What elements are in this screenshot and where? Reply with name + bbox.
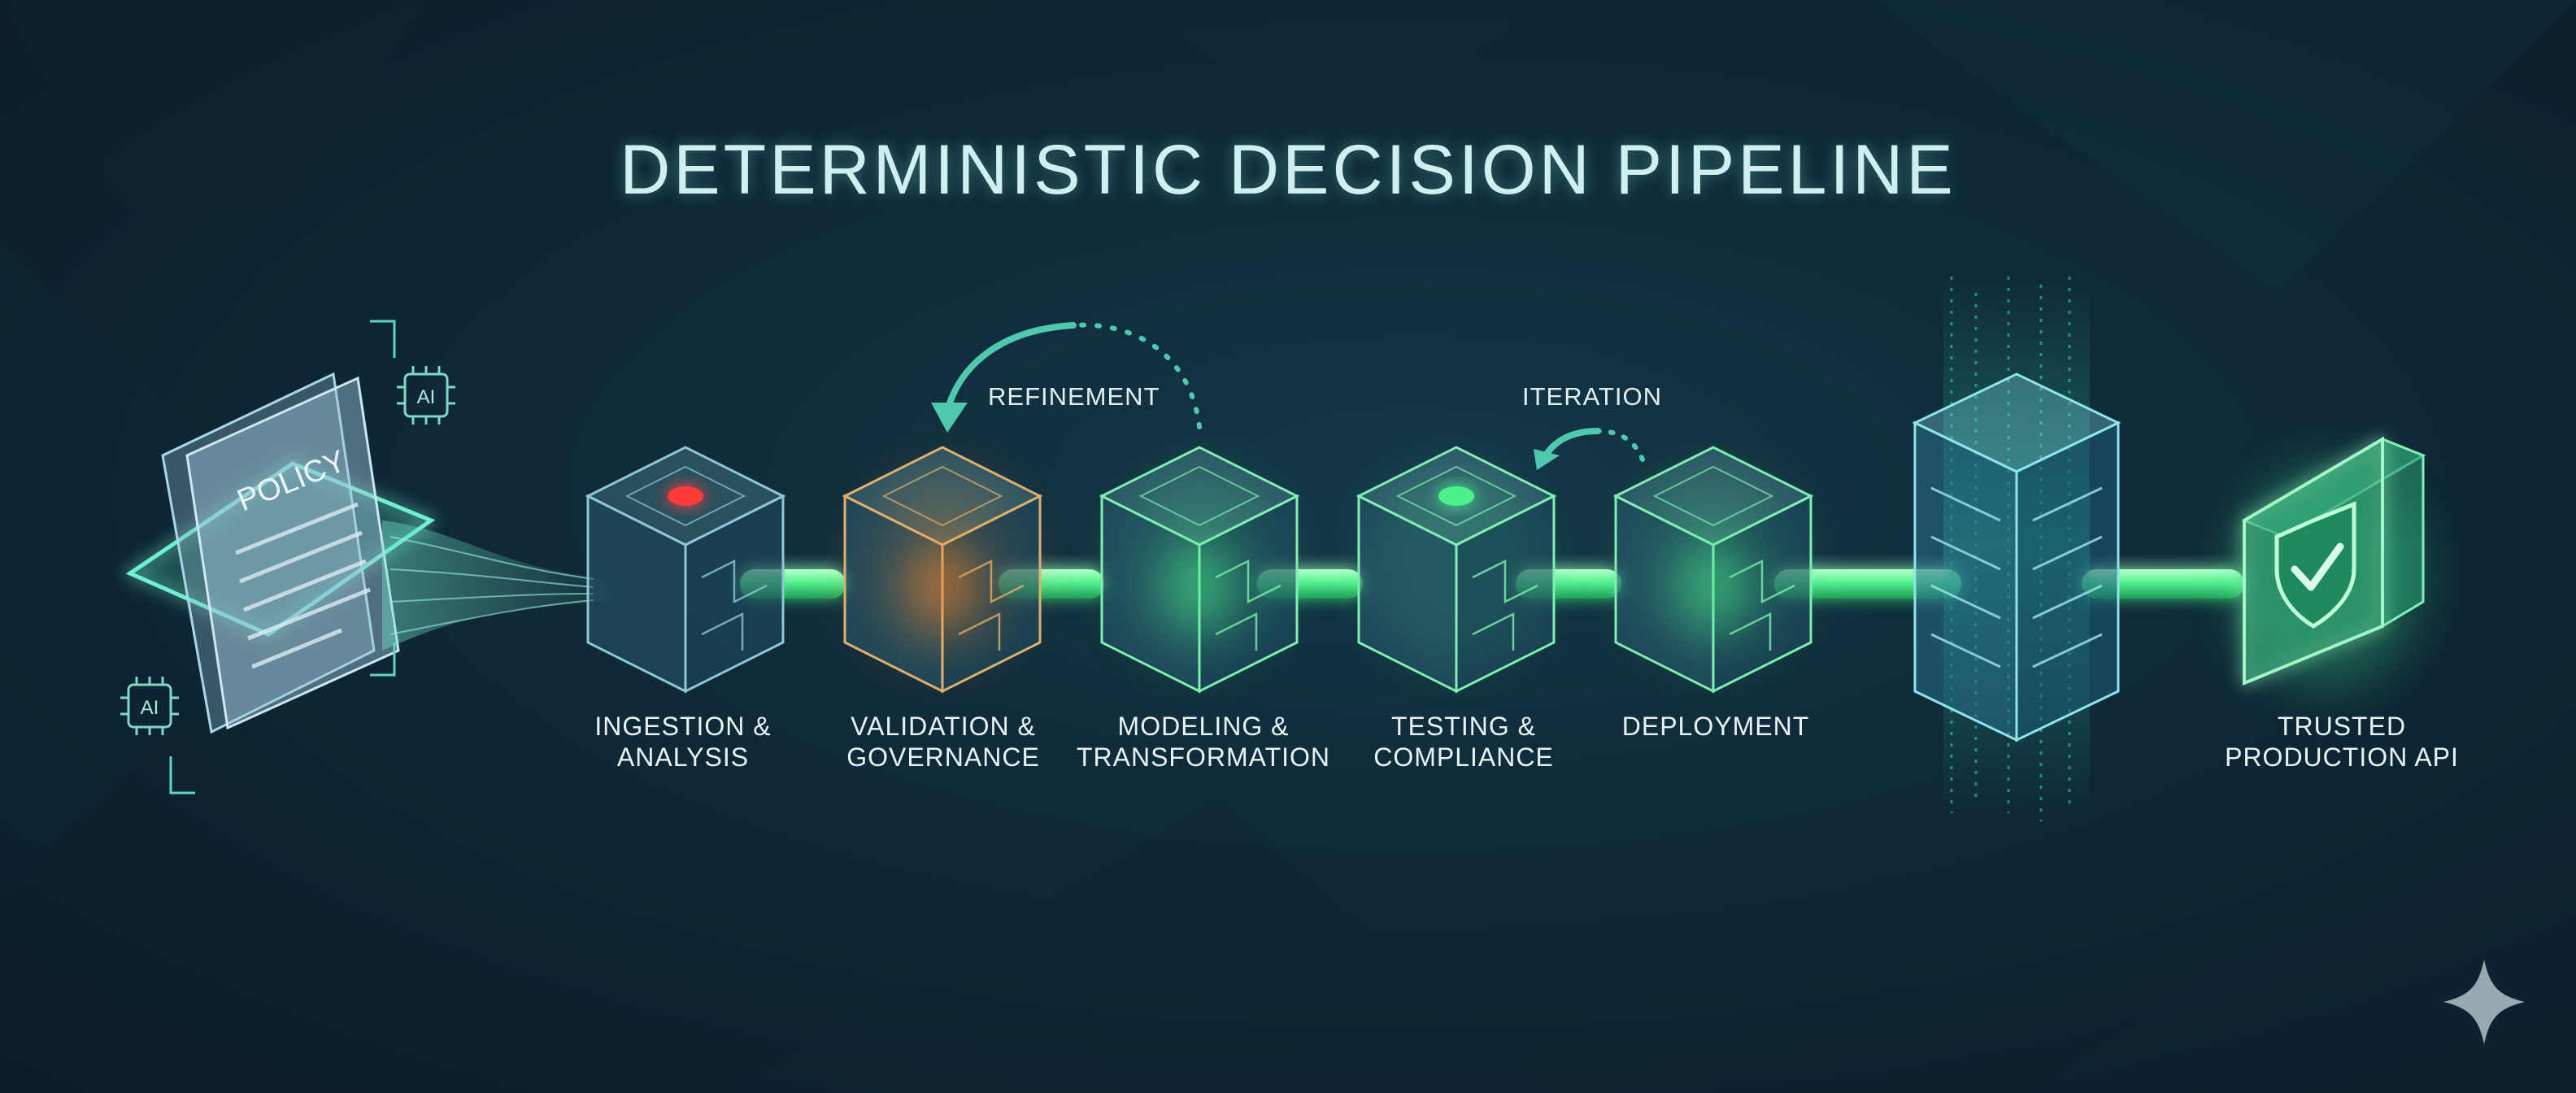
feedback-loop-refinement [931,322,1202,433]
diagram-title: DETERMINISTIC DECISION PIPELINE [620,131,1956,209]
core-glow-icon [906,541,979,630]
stage-label-validation: VALIDATION &GOVERNANCE [846,712,1040,772]
feedback-loop-iteration [1534,428,1645,470]
core-glow-icon [1163,541,1236,630]
production-api-panel [2228,436,2426,691]
iteration-label: ITERATION [1522,382,1663,411]
stage-label-modeling: MODELING &TRANSFORMATION [1076,712,1331,772]
ai-chip-icon: AI [120,677,179,735]
stage-label-ingestion: INGESTION &ANALYSIS [594,712,772,772]
policy-document-group: POLICY AI [120,320,618,795]
ai-chip-label: AI [141,697,159,719]
stage-cube-5 [1612,446,1814,694]
status-light-icon [1438,486,1474,506]
core-glow-icon [1677,541,1750,630]
shield-check-icon [2274,501,2356,629]
pipe-6 [2082,569,2244,599]
arrow-head-icon [1534,449,1560,470]
refinement-label: REFINEMENT [988,382,1160,411]
stage-label-testing: TESTING &COMPLIANCE [1373,712,1554,772]
status-light-icon [668,486,703,506]
stage-cubes [585,446,1814,694]
document-lines [235,502,371,669]
stage-cube-3 [1099,446,1300,694]
stage-label-deployment: DEPLOYMENT [1621,712,1810,741]
server-tower [1912,277,2121,821]
sparkle-icon [2443,960,2525,1044]
stage-cube-2 [842,446,1043,694]
data-stream [382,520,618,651]
arrow-head-icon [931,403,968,433]
policy-document [185,376,400,730]
ai-chip-label: AI [417,386,436,408]
ai-chip-icon: AI [397,366,455,425]
stage-cube-4 [1355,446,1557,694]
stage-cube-1 [585,446,786,694]
